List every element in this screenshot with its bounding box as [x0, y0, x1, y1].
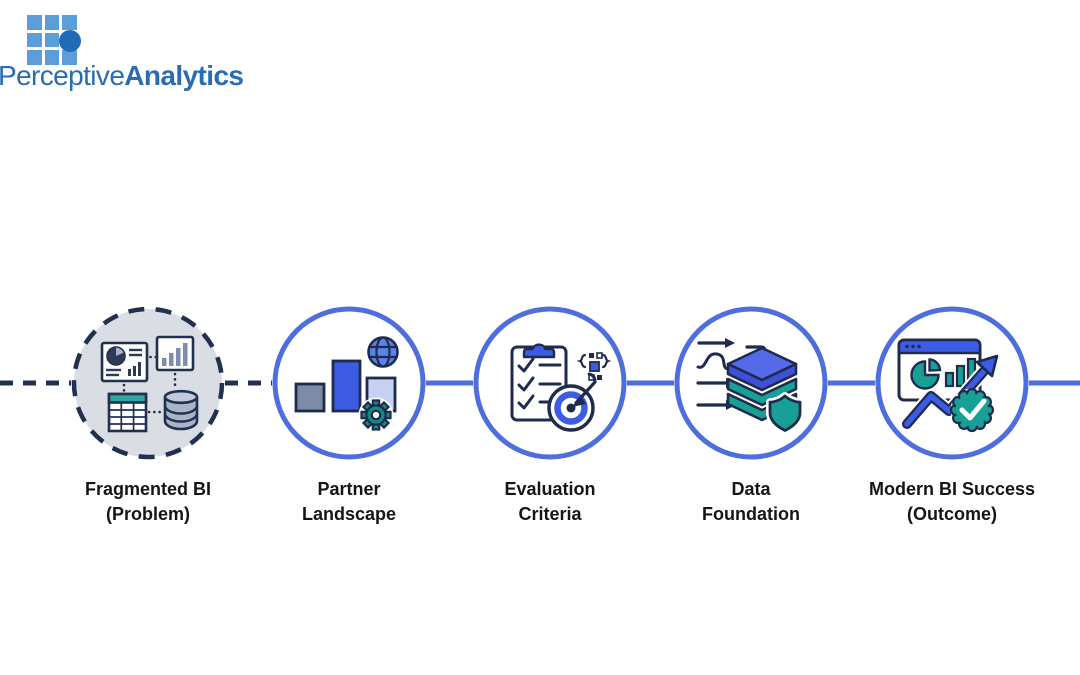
verified-badge-icon [949, 387, 995, 433]
step-label-line: Partner [317, 479, 381, 499]
globe-icon [367, 336, 399, 368]
gear-icon [358, 397, 394, 433]
database-icon [163, 389, 199, 431]
step-label-line: Data [731, 479, 771, 499]
process-timeline [0, 306, 1080, 460]
step-label-line: Evaluation [504, 479, 596, 499]
logo-square [27, 15, 42, 30]
step-label-fragmented-bi: Fragmented BI (Problem) [38, 477, 258, 527]
analytics-window-icon [897, 338, 982, 402]
step-node-data-foundation [674, 306, 828, 460]
step-label-line: Landscape [301, 504, 397, 524]
step-label-line: Fragmented BI [84, 479, 212, 499]
logo-dot-icon [59, 30, 81, 52]
dashed-circle [71, 306, 225, 460]
data-table-icon [107, 392, 148, 433]
logo-square [44, 15, 59, 30]
step-label-line: Foundation [702, 504, 800, 524]
step-node-evaluation-criteria [473, 306, 627, 460]
brand-name: PerceptiveAnalytics [0, 60, 244, 92]
step-node-fragmented-bi [71, 306, 225, 460]
logo-square [27, 32, 42, 47]
layered-data-stack-icon [726, 346, 798, 422]
brand-name-bold: Analytics [124, 60, 244, 91]
pie-chart-icon [910, 360, 940, 390]
shield-icon [766, 392, 804, 435]
checklist-items [517, 357, 562, 410]
step-label-data-foundation: Data Foundation [641, 477, 861, 527]
step-label-evaluation-criteria: Evaluation Criteria [440, 477, 660, 527]
step-label-partner-landscape: Partner Landscape [239, 477, 459, 527]
logo-square [44, 32, 59, 47]
step-label-modern-bi-success: Modern BI Success (Outcome) [842, 477, 1062, 527]
step-label-line: Criteria [518, 504, 582, 524]
step-label-line: (Problem) [105, 504, 190, 524]
bar-report-card-icon [155, 335, 195, 372]
grid-dot-logo-icon [27, 15, 81, 67]
logo-square [62, 15, 77, 30]
checkmark-icon [959, 398, 987, 421]
bullseye-target-icon [547, 372, 597, 432]
step-node-modern-bi-success [875, 306, 1029, 460]
bar-chart-icon [944, 371, 955, 388]
pie-report-card-icon [100, 341, 149, 383]
step-label-line: Modern BI Success [868, 479, 1036, 499]
logo-square [62, 50, 77, 65]
logo-square [44, 50, 59, 65]
step-label-line: (Outcome) [907, 504, 997, 524]
logo-square [27, 50, 42, 65]
brand-logo: PerceptiveAnalytics [0, 0, 300, 110]
step-node-partner-landscape [272, 306, 426, 460]
brand-name-regular: Perceptive [0, 60, 125, 91]
